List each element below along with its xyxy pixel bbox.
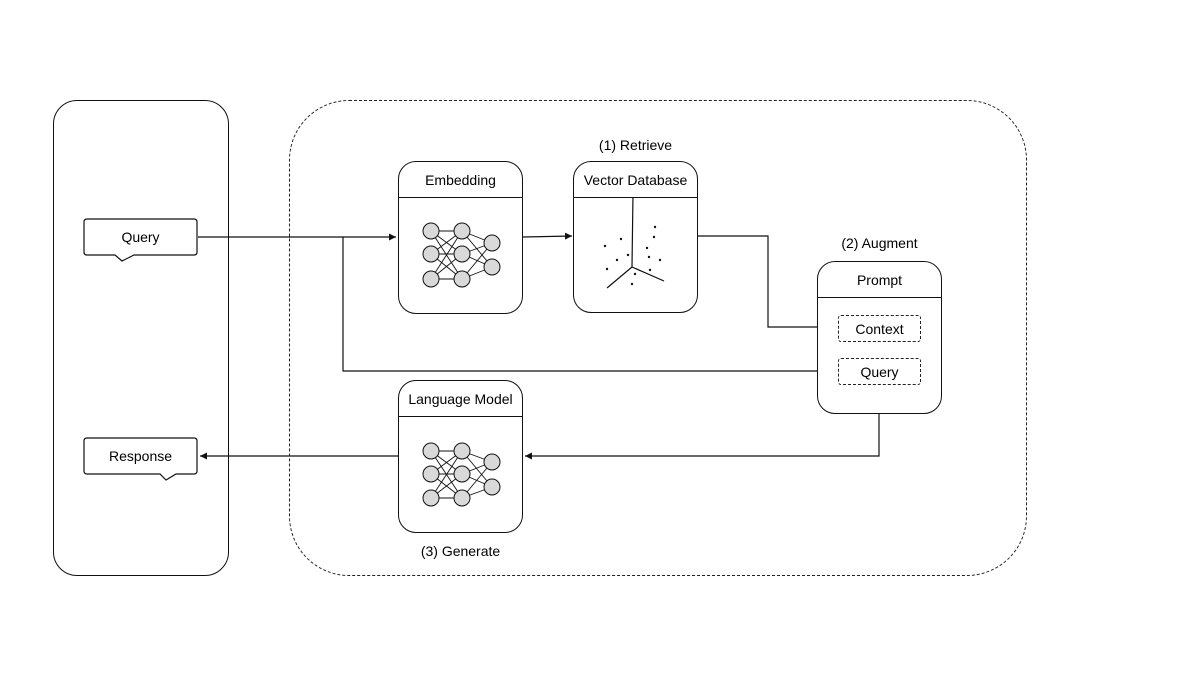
language-model-box: Language Model xyxy=(398,380,523,533)
query-label: Query xyxy=(121,229,160,245)
vector-database-title: Vector Database xyxy=(574,162,697,198)
generate-step-label: (3) Generate xyxy=(420,543,501,559)
prompt-query-label: Query xyxy=(860,363,899,380)
user-panel xyxy=(53,100,229,576)
embedding-box: Embedding xyxy=(398,161,523,314)
query-to-prompt-arrow xyxy=(342,237,836,375)
vector-database-box: Vector Database xyxy=(573,161,698,313)
neural-network-icon xyxy=(422,222,501,288)
retrieve-step-label: (1) Retrieve xyxy=(598,137,673,153)
neural-network-icon xyxy=(422,442,501,507)
vector-space-icon xyxy=(603,197,665,289)
response-label: Response xyxy=(108,448,173,464)
prompt-title: Prompt xyxy=(818,262,941,298)
prompt-box: Prompt Context Query xyxy=(817,261,942,414)
response-bubble: Response xyxy=(84,438,197,474)
embedding-to-vector-db-arrow xyxy=(522,232,573,240)
context-label: Context xyxy=(855,320,904,337)
query-bubble: Query xyxy=(84,219,197,255)
rag-pipeline-boundary xyxy=(289,100,1027,576)
augment-step-label: (2) Augment xyxy=(841,235,918,251)
prompt-query-field: Query xyxy=(838,358,921,385)
embedding-title: Embedding xyxy=(399,162,522,198)
language-model-title: Language Model xyxy=(399,381,522,417)
vector-db-to-context-arrow xyxy=(698,235,836,331)
prompt-context-field: Context xyxy=(838,315,921,342)
prompt-to-language-model-arrow xyxy=(525,414,880,460)
